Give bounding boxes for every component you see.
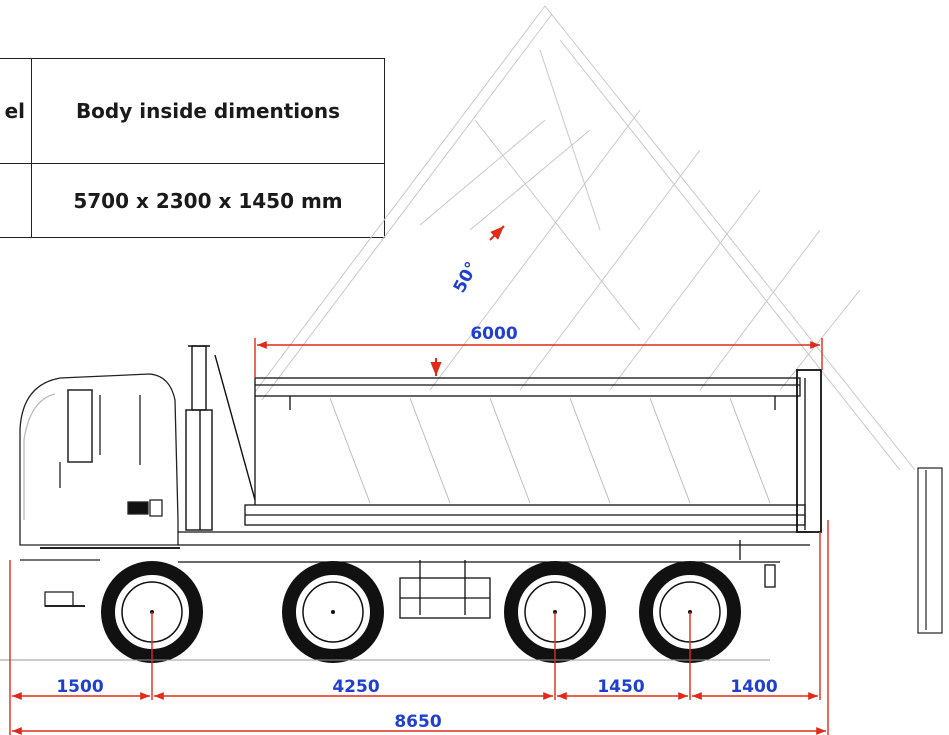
dimension-lines — [9, 338, 829, 735]
raised-body-outline — [254, 5, 916, 471]
dump-body — [244, 369, 822, 533]
tilt-angle-label: 50° — [450, 259, 483, 297]
body-dimensions-value-cell: 5700 x 2300 x 1450 mm — [31, 163, 385, 238]
hydraulic-cylinder — [185, 345, 256, 531]
front-overhang-label: 1500 — [56, 677, 103, 697]
body-side-ribs — [329, 397, 771, 504]
model-header-cell: el — [0, 58, 32, 164]
wheelbase-1-label: 4250 — [332, 677, 379, 697]
second-axle-wheel — [282, 561, 384, 663]
rear-overhang-label: 1400 — [730, 677, 777, 697]
overall-length-label: 8650 — [394, 712, 441, 732]
raised-tailgate — [917, 467, 943, 634]
truck-cab — [19, 373, 180, 607]
specs-value-row: 5700 x 2300 x 1450 mm — [0, 163, 385, 238]
wheelbase-2-label: 1450 — [597, 677, 644, 697]
body-dimensions-header-cell: Body inside dimentions — [31, 58, 385, 164]
tilt-angle-indicator — [430, 225, 505, 376]
specs-header-row: el Body inside dimentions — [0, 58, 385, 164]
body-length-label: 6000 — [470, 324, 517, 344]
specs-table: el Body inside dimentions 5700 x 2300 x … — [0, 58, 385, 238]
chassis-frame — [178, 531, 810, 619]
